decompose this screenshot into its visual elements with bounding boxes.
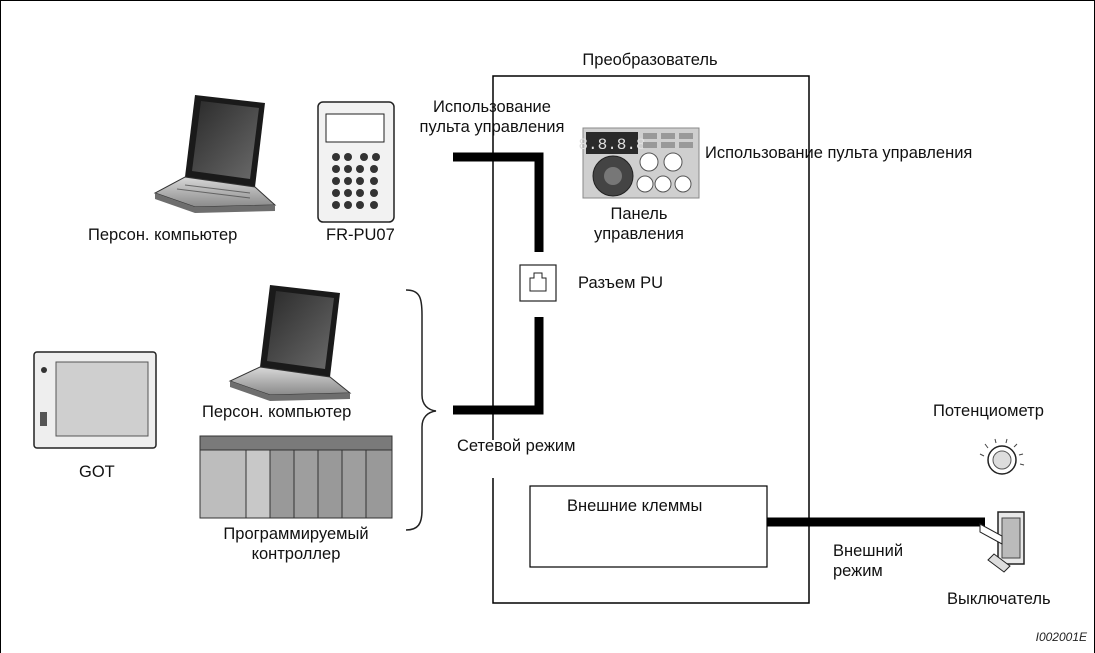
- inverter-label: Преобразователь: [582, 51, 718, 69]
- plc-icon: [199, 435, 393, 519]
- pu-usage-label-right: Использование пульта управления: [705, 144, 973, 162]
- external-terminals-label: Внешние клеммы: [567, 497, 703, 515]
- brace-icon: [405, 289, 437, 531]
- panel-label: Панель управления: [594, 205, 684, 243]
- panel-display: 8.8.8.8: [578, 136, 645, 154]
- document-id: I002001E: [1035, 630, 1087, 644]
- potentiometer-label: Потенциометр: [933, 402, 1044, 420]
- pc-label-top: Персон. компьютер: [88, 226, 238, 244]
- control-panel-icon: 8.8.8.8: [578, 127, 700, 199]
- external-mode-label: Внешний режим: [833, 542, 904, 580]
- external-terminals-box: [529, 485, 768, 568]
- plc-label: Программируемый контроллер: [223, 525, 369, 563]
- connection-lines: [453, 152, 985, 527]
- switch-icon: [979, 511, 1025, 573]
- switch-label: Выключатель: [947, 590, 1051, 608]
- pu-connector-icon: [519, 264, 557, 302]
- laptop-icon-2: [228, 285, 352, 401]
- pu-connector-label: Разъем PU: [578, 274, 663, 292]
- fr-pu07-label: FR-PU07: [326, 226, 395, 244]
- network-mode-label: Сетевой режим: [457, 437, 576, 455]
- laptop-icon: [153, 95, 277, 213]
- pu-usage-label-left: Использование пульта управления: [419, 98, 565, 136]
- got-icon: [33, 351, 157, 449]
- fr-pu07-icon: [317, 101, 395, 223]
- got-label: GOT: [79, 463, 115, 481]
- pu-cable-top: [453, 152, 544, 252]
- potentiometer-icon: [979, 438, 1025, 475]
- inverter-box: [492, 75, 810, 604]
- pc-label-bottom: Персон. компьютер: [202, 403, 352, 421]
- pu-cable-bottom: [453, 317, 544, 415]
